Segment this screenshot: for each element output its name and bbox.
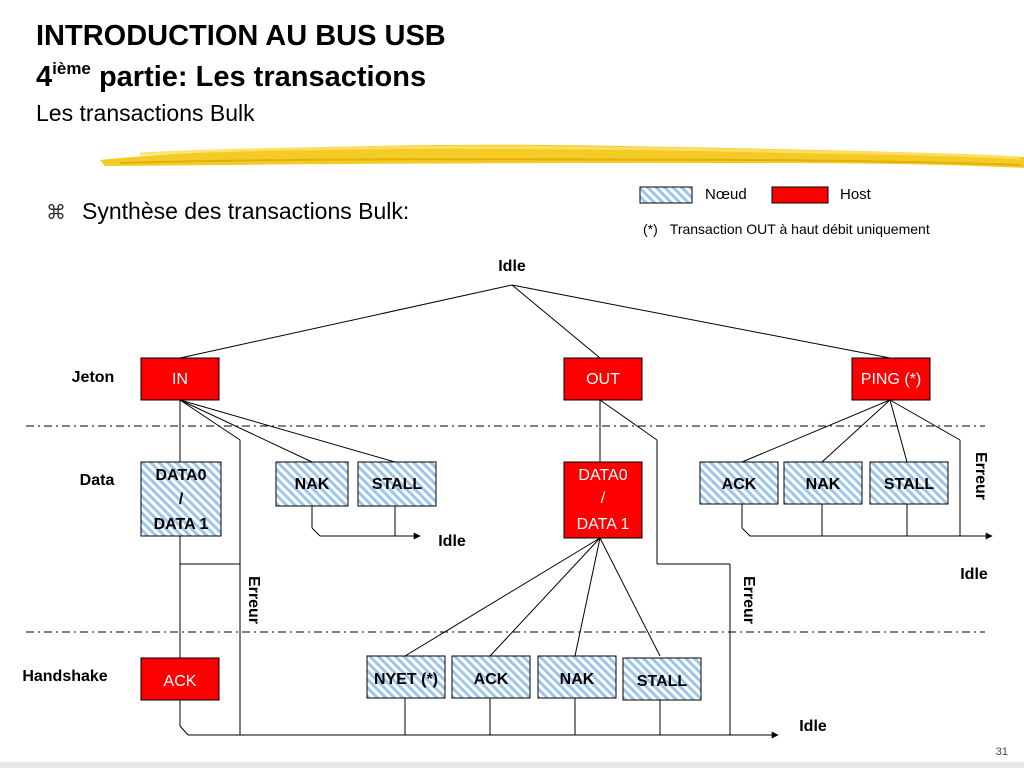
connector-lines xyxy=(179,284,993,739)
footer-bar xyxy=(0,762,1024,768)
slide-subtitle: Les transactions Bulk xyxy=(36,100,255,126)
ping-token-box xyxy=(851,357,931,401)
ping-token-label: PING (*) xyxy=(861,371,921,388)
idle-bottom-label: Idle xyxy=(799,718,827,735)
in-token-box xyxy=(140,357,220,401)
part-number: 4 xyxy=(36,61,53,93)
in-nak-label: NAK xyxy=(295,476,330,493)
error-out-label: Erreur xyxy=(740,576,757,624)
part-rest: partie: Les transactions xyxy=(90,61,427,93)
out-stall-label: STALL xyxy=(637,673,688,690)
legend-node-label: Nœud xyxy=(705,186,747,203)
in-nak-box xyxy=(275,461,349,507)
row-label-token: Jeton xyxy=(72,369,115,386)
error-in-label: Erreur xyxy=(245,576,262,624)
bullet-text: Synthèse des transactions Bulk: xyxy=(82,198,410,224)
idle-in-label: Idle xyxy=(438,533,466,550)
ping-nak-box xyxy=(783,461,863,505)
title-underline-brush xyxy=(100,144,1024,168)
bullet-item: ⌘ Synthèse des transactions Bulk: xyxy=(46,198,409,225)
in-token-label: IN xyxy=(172,371,188,388)
out-data-line2: / xyxy=(601,490,606,507)
row-label-handshake: Handshake xyxy=(22,668,107,685)
out-ack-box xyxy=(451,655,531,699)
in-stall-box xyxy=(357,461,437,507)
ping-ack-box xyxy=(699,461,779,505)
ping-ack-label: ACK xyxy=(722,476,757,493)
out-nak-label: NAK xyxy=(560,671,595,688)
out-stall-box xyxy=(622,657,702,701)
ping-stall-box xyxy=(869,461,949,505)
in-ack-box xyxy=(140,657,220,701)
legend-node-swatch xyxy=(639,186,693,204)
in-data-line1: DATA0 xyxy=(156,467,207,484)
ping-stall-label: STALL xyxy=(884,476,935,493)
out-data-line1: DATA0 xyxy=(578,467,627,484)
part-superscript: ième xyxy=(52,59,91,78)
in-data-box xyxy=(140,461,222,537)
out-ack-label: ACK xyxy=(474,671,509,688)
ping-nak-label: NAK xyxy=(806,476,841,493)
page-number: 31 xyxy=(995,746,1008,758)
in-data-line3: DATA 1 xyxy=(154,516,209,533)
idle-top-label: Idle xyxy=(498,258,526,275)
idle-ping-label: Idle xyxy=(960,566,988,583)
slide-title: INTRODUCTION AU BUS USB xyxy=(36,20,446,52)
out-token-box xyxy=(563,357,643,401)
legend-host-swatch xyxy=(771,186,829,204)
note-text: Transaction OUT à haut débit uniquement xyxy=(669,221,930,237)
in-stall-label: STALL xyxy=(372,476,423,493)
in-ack-label: ACK xyxy=(164,673,197,690)
row-label-data: Data xyxy=(80,472,115,489)
legend-note: (*) Transaction OUT à haut débit uniqueme… xyxy=(643,221,930,237)
note-mark: (*) xyxy=(643,221,658,237)
command-key-icon: ⌘ xyxy=(46,202,66,224)
slide-part-title: 4ième partie: Les transactions xyxy=(36,59,426,94)
out-nyet-box xyxy=(366,655,446,699)
out-data-box xyxy=(563,461,643,539)
error-ping-label: Erreur xyxy=(972,452,989,500)
out-nyet-label: NYET (*) xyxy=(374,671,438,688)
out-nak-box xyxy=(537,655,617,699)
in-data-line2: / xyxy=(179,491,184,508)
out-data-line3: DATA 1 xyxy=(577,516,630,533)
legend-host-label: Host xyxy=(840,186,871,203)
out-token-label: OUT xyxy=(586,371,620,388)
